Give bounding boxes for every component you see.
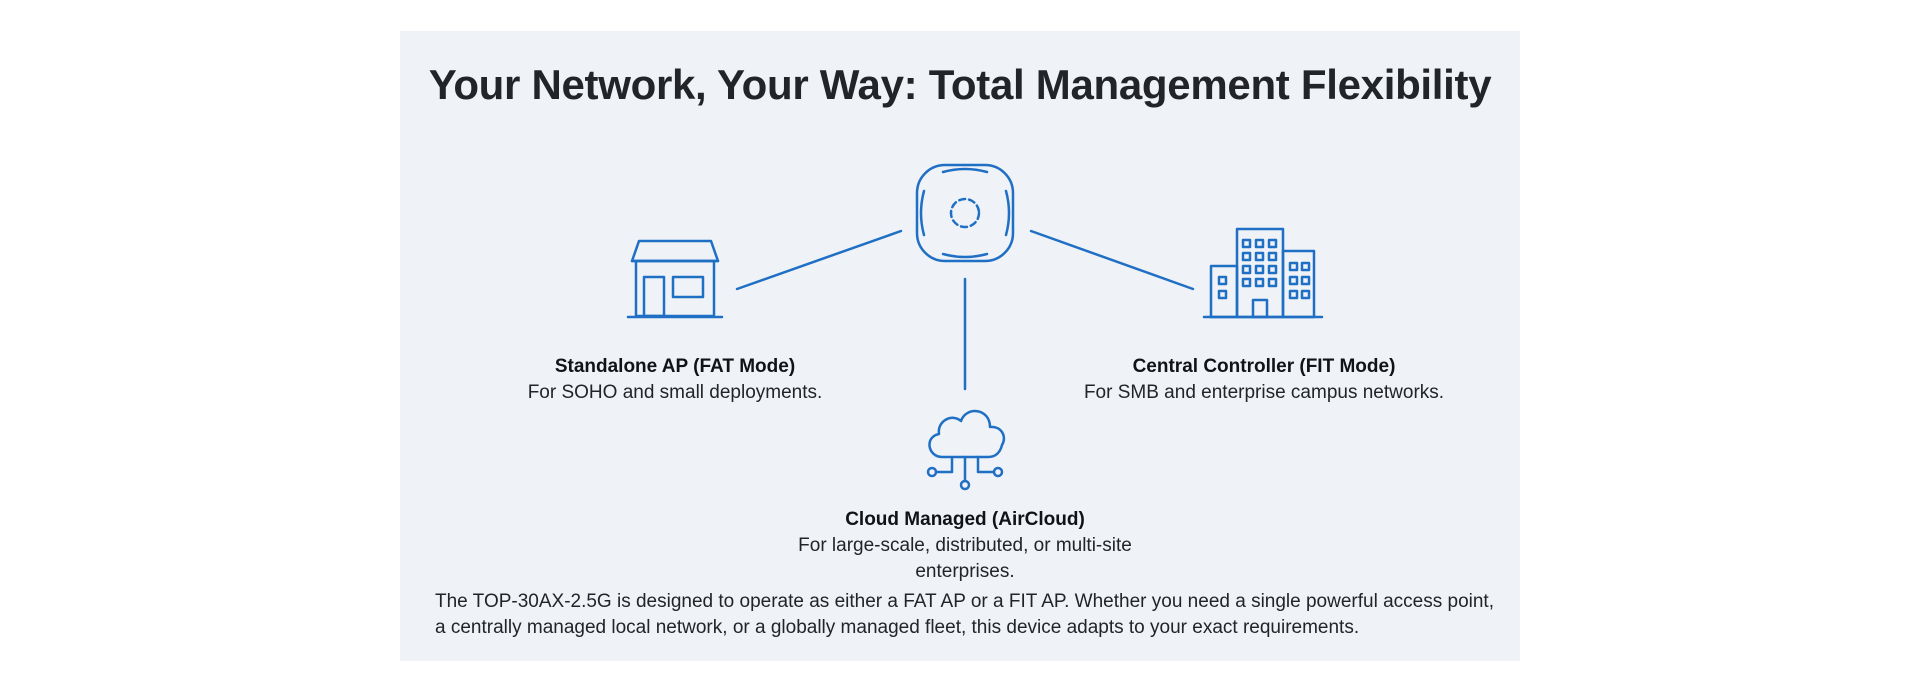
office-buildings-icon bbox=[1202, 227, 1324, 319]
node-description: For SOHO and small deployments. bbox=[527, 382, 823, 403]
storefront-icon bbox=[626, 239, 724, 319]
node-controller: Central Controller (FIT Mode) For SMB an… bbox=[1054, 354, 1474, 406]
node-description: For large-scale, distributed, or multi-s… bbox=[798, 535, 1132, 582]
node-standalone: Standalone AP (FAT Mode) For SOHO and sm… bbox=[465, 354, 885, 406]
node-title: Cloud Managed (AirCloud) bbox=[845, 509, 1085, 530]
access-point-icon bbox=[915, 163, 1015, 263]
node-title: Central Controller (FIT Mode) bbox=[1132, 356, 1396, 377]
node-description: For SMB and enterprise campus networks. bbox=[1083, 382, 1445, 403]
connector-line-to-controller bbox=[1029, 229, 1195, 291]
connector-line-standalone bbox=[736, 231, 738, 233]
connector-line-to-standalone bbox=[735, 229, 903, 291]
cloud-network-icon bbox=[926, 410, 1006, 491]
description-paragraph: The TOP-30AX-2.5G is designed to operate… bbox=[435, 591, 1494, 638]
info-panel: Your Network, Your Way: Total Management… bbox=[400, 31, 1520, 661]
management-diagram bbox=[626, 163, 1324, 491]
node-cloud: Cloud Managed (AirCloud) For large-scale… bbox=[755, 507, 1175, 585]
page-title: Your Network, Your Way: Total Management… bbox=[428, 61, 1492, 108]
node-title: Standalone AP (FAT Mode) bbox=[554, 356, 796, 377]
